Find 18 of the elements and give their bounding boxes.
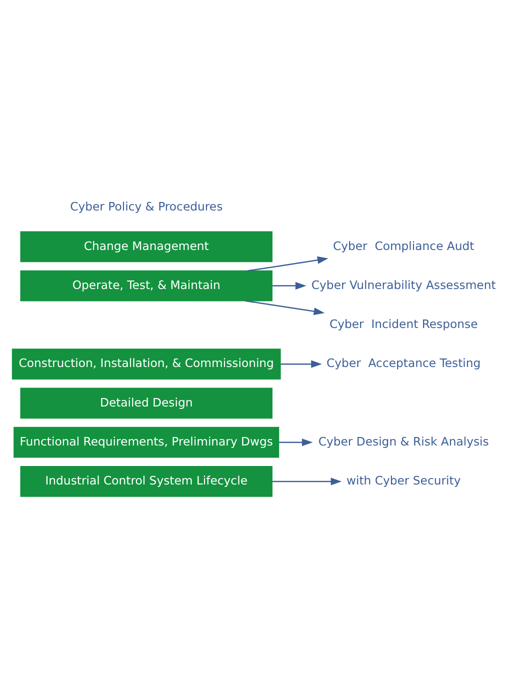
node-box: Operate, Test, & Maintain [20, 270, 272, 301]
node-text: with Cyber Security [346, 473, 460, 488]
node-text: Cyber Vulnerability Assessment [310, 277, 496, 292]
label: Cyber Policy & Procedures [70, 199, 222, 214]
node-box: Construction, Installation, & Commissioning [11, 348, 280, 379]
arrow [280, 360, 322, 368]
node-text: Cyber Acceptance Testing [326, 356, 480, 370]
node-box: Change Management [20, 230, 272, 262]
node-box: Functional Requirements, Preliminary Dwgs [13, 426, 279, 458]
node-text: Cyber Compliance Audt [332, 238, 474, 252]
node-text: Cyber Incident Response [328, 316, 478, 331]
node-text: Cyber Design & Risk Analysis [318, 434, 488, 448]
node-box: Industrial Control System Lifecycle [20, 466, 272, 496]
arrow [272, 477, 342, 485]
arrow [278, 438, 312, 446]
node-box: Detailed Design [20, 387, 272, 418]
arrow [244, 300, 324, 315]
arrow [272, 282, 306, 290]
